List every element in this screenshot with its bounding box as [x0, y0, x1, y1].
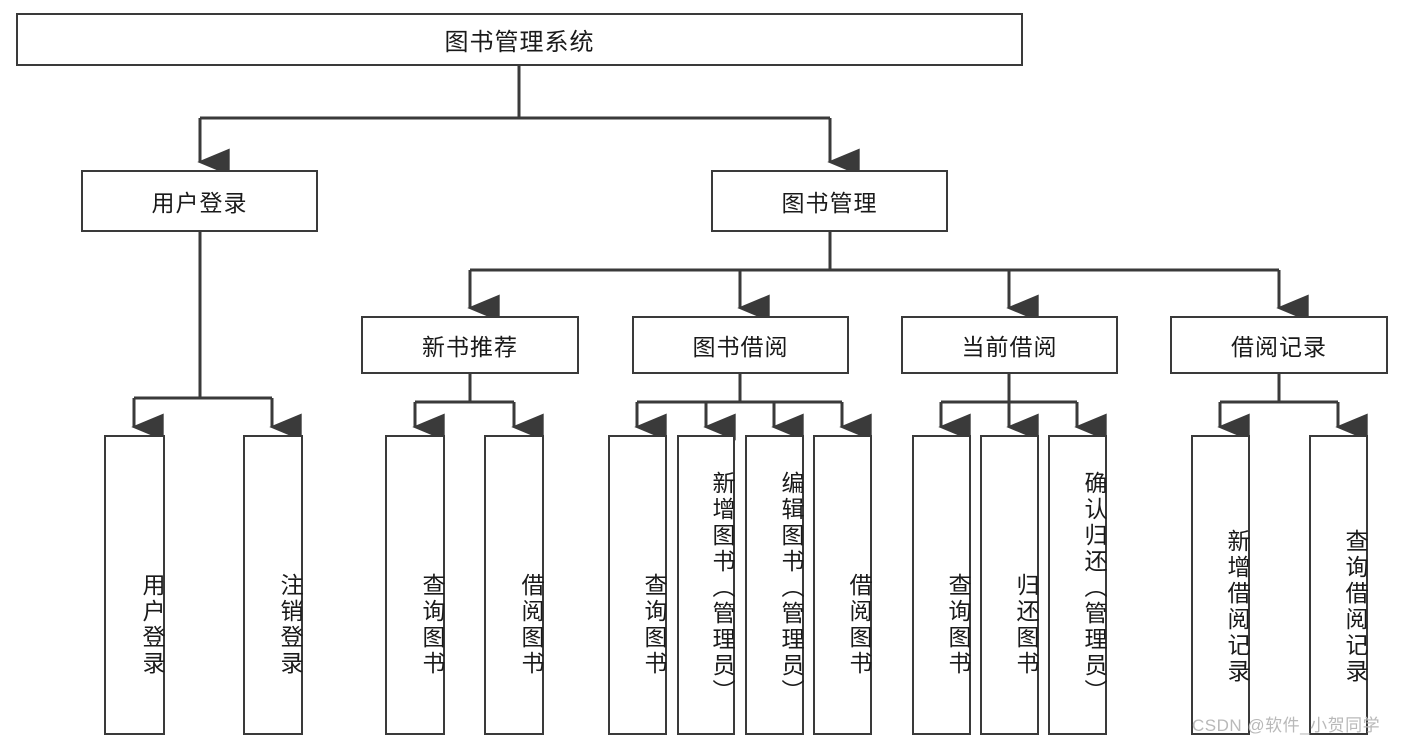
- leaf-borrow-add-book-admin[interactable]: 新增图书（管理员）: [677, 435, 735, 735]
- leaf-borrow-query-book[interactable]: 查询图书: [608, 435, 667, 735]
- node-book-borrow[interactable]: 图书借阅: [632, 316, 849, 374]
- node-new-book-recommend[interactable]: 新书推荐: [361, 316, 579, 374]
- leaf-recommend-borrow-book[interactable]: 借阅图书: [484, 435, 544, 735]
- leaf-records-query-record[interactable]: 查询借阅记录: [1309, 435, 1368, 735]
- leaf-recommend-query-book[interactable]: 查询图书: [385, 435, 445, 735]
- leaf-user-login-login[interactable]: 用户登录: [104, 435, 165, 735]
- node-book-management[interactable]: 图书管理: [711, 170, 948, 232]
- leaf-current-return-book[interactable]: 归还图书: [980, 435, 1039, 735]
- node-user-login[interactable]: 用户登录: [81, 170, 318, 232]
- leaf-borrow-edit-book-admin[interactable]: 编辑图书（管理员）: [745, 435, 804, 735]
- leaf-user-login-logout[interactable]: 注销登录: [243, 435, 303, 735]
- node-current-borrow[interactable]: 当前借阅: [901, 316, 1118, 374]
- leaf-current-query-book[interactable]: 查询图书: [912, 435, 971, 735]
- leaf-records-add-record[interactable]: 新增借阅记录: [1191, 435, 1250, 735]
- leaf-borrow-borrow-book[interactable]: 借阅图书: [813, 435, 872, 735]
- node-root-system[interactable]: 图书管理系统: [16, 13, 1023, 66]
- leaf-current-confirm-return-admin[interactable]: 确认归还（管理员）: [1048, 435, 1107, 735]
- node-borrow-records[interactable]: 借阅记录: [1170, 316, 1388, 374]
